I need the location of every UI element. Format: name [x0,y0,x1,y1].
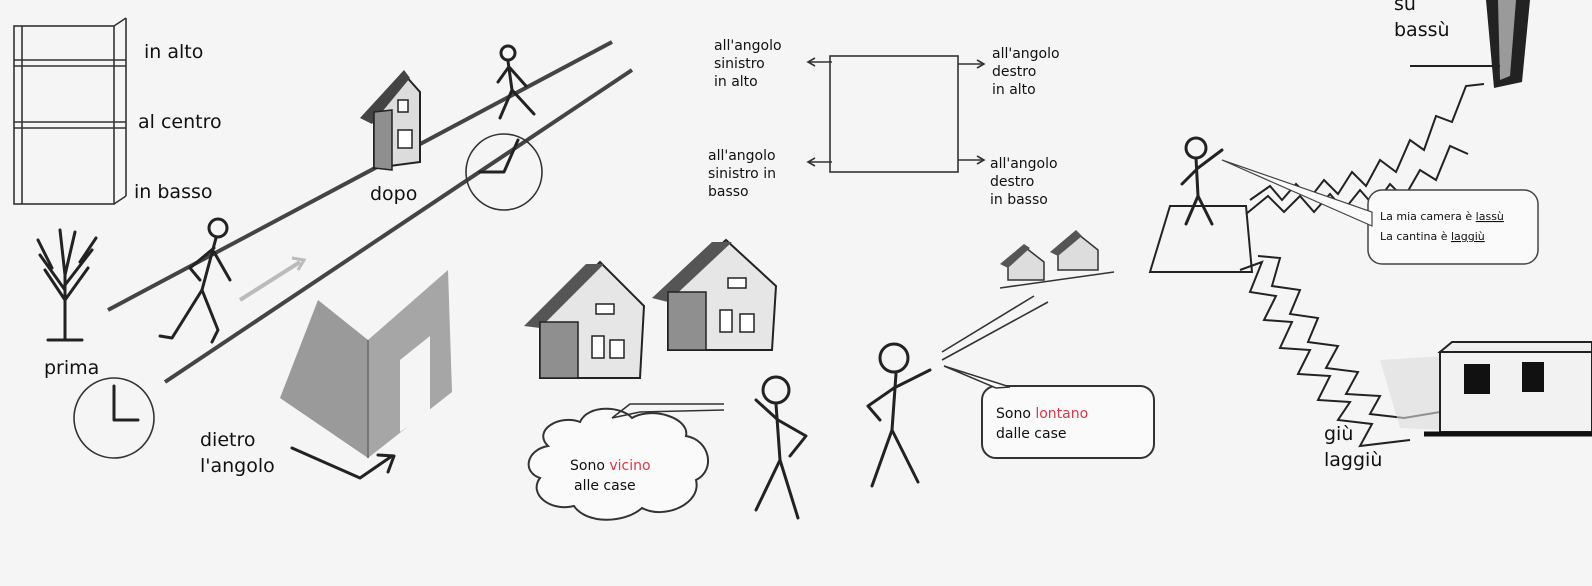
person-icon-near [756,377,806,518]
upper-stairs [1246,0,1530,214]
landing-platform [1150,206,1252,272]
walking-person-icon-2 [498,46,534,118]
sight-lines [942,296,1048,360]
house-icon-left [524,262,644,378]
person-icon-stairs [1182,138,1222,224]
word-laggiu: laggiù [1451,230,1485,243]
lower-stairs [1240,256,1444,446]
bubble-stairs-line-2: La cantina è laggiù [1380,230,1485,243]
corner-wall [280,270,452,458]
tree-icon [38,230,96,340]
label-al-centro: al centro [138,111,222,133]
label-in-alto: in alto [144,41,203,63]
label-dopo: dopo [370,183,417,205]
clock-icon-before [74,378,154,458]
house-icon-small [360,70,420,170]
bubble-stairs-line-1: La mia camera è lassù [1380,210,1504,223]
house-icon-distant-1 [1000,244,1044,280]
reference-rectangle [830,56,958,172]
person-icon-far [868,344,930,486]
walking-person-icon-1 [160,219,230,342]
bookshelf [14,18,126,204]
label-prima: prima [44,357,99,379]
house-icon-distant-2 [1050,230,1098,270]
word-lassu: lassù [1476,210,1504,223]
arrow-icon-corner [292,448,392,478]
bubble-far-suffix: dalle case [996,426,1067,442]
highlight-vicino: vicino [609,458,650,474]
house-icon-right [652,240,776,350]
label-in-basso: in basso [134,181,213,203]
cellar-building [1424,342,1592,434]
highlight-lontano: lontano [1035,406,1088,422]
